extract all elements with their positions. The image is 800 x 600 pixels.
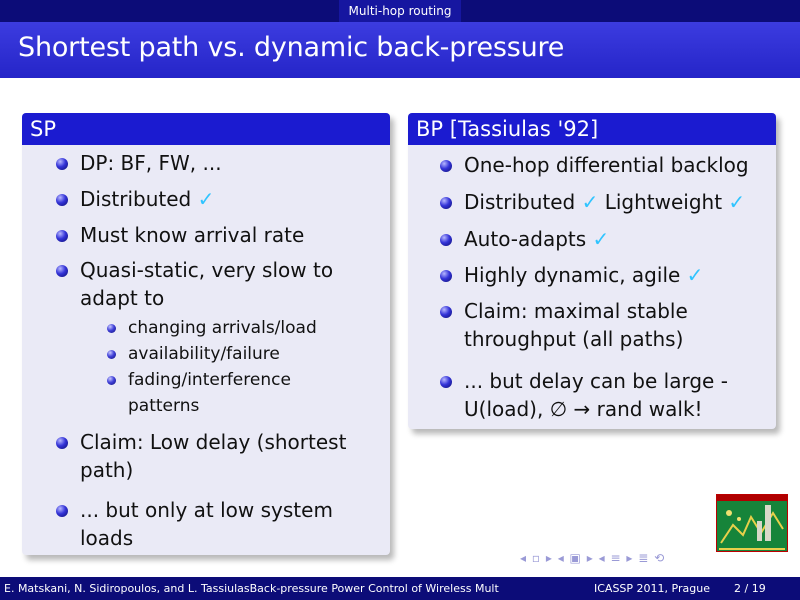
item-text: Must know arrival rate — [80, 223, 305, 247]
nav-forward-icon[interactable]: ▸ — [626, 551, 634, 565]
item-text: Distributed — [80, 187, 192, 211]
list-item: Distributed ✓ — [56, 185, 380, 213]
subitem-text: fading/interference patterns — [128, 370, 291, 416]
checkmark-icon: ✓ — [197, 187, 215, 211]
list-item: Quasi-static, very slow to adapt to — [56, 256, 370, 312]
bullet-ball-icon — [56, 158, 68, 170]
nav-frame-icon[interactable]: ▫ — [531, 551, 541, 565]
list-item: Claim: Low delay (shortest path) — [56, 428, 380, 484]
item-text: Claim: Low delay (shortest path) — [80, 430, 347, 482]
bp-block-title: BP [Tassiulas '92] — [408, 113, 776, 145]
item-text: Claim: maximal stable throughput (all pa… — [464, 299, 688, 351]
title-bar: Shortest path vs. dynamic back-pressure — [0, 22, 800, 78]
nav-section-icon[interactable]: ▣ — [569, 551, 582, 565]
sub-list-item: changing arrivals/load — [107, 315, 378, 341]
checkmark-icon: ✓ — [592, 227, 610, 251]
sub-list-item: availability/failure — [107, 341, 378, 367]
subitem-text: changing arrivals/load — [128, 318, 317, 338]
item-text: ... but delay can be large - U(load), ∅ … — [464, 369, 728, 421]
checkmark-icon: ✓ — [686, 263, 704, 287]
footer-authors: E. Matskani, N. Sidiropoulos, and L. Tas… — [4, 582, 499, 595]
item-text-secondary: Lightweight — [604, 190, 723, 214]
item-text: Quasi-static, very slow to adapt to — [80, 258, 334, 310]
checkmark-icon: ✓ — [728, 190, 746, 214]
item-text: One-hop differential backlog — [464, 153, 749, 177]
section-title: Multi-hop routing — [338, 0, 462, 22]
sub-bullet-ball-icon — [107, 324, 116, 333]
list-item: Must know arrival rate — [56, 221, 380, 249]
sub-list-item: fading/interference patterns — [107, 367, 338, 419]
navigation-symbols[interactable]: ◂ ▫ ▸ ◂ ▣ ▸ ◂ ≡ ▸ ≣ ⟲ — [520, 551, 665, 565]
item-text: ... but only at low system loads — [80, 498, 333, 550]
bp-block: BP [Tassiulas '92] One-hop differential … — [408, 113, 776, 429]
footer-bar: E. Matskani, N. Sidiropoulos, and L. Tas… — [0, 577, 800, 600]
bullet-ball-icon — [440, 376, 452, 388]
bullet-ball-icon — [440, 197, 452, 209]
list-item: Claim: maximal stable throughput (all pa… — [440, 297, 724, 353]
logo-emblem-icon — [717, 495, 787, 550]
bullet-ball-icon — [56, 505, 68, 517]
list-item: Distributed ✓ Lightweight ✓ — [440, 188, 774, 216]
nav-first-icon[interactable]: ◂ — [520, 551, 528, 565]
footer-conference: ICASSP 2011, Prague — [594, 582, 710, 595]
section-header: Multi-hop routing — [0, 0, 800, 22]
sp-block: SP DP: BF, FW, ... Distributed ✓ Must kn… — [22, 113, 390, 555]
sp-block-title: SP — [22, 113, 390, 145]
bullet-ball-icon — [56, 230, 68, 242]
nav-next-icon[interactable]: ▸ — [586, 551, 594, 565]
subitem-text: availability/failure — [128, 344, 280, 364]
bullet-ball-icon — [56, 437, 68, 449]
item-text: DP: BF, FW, ... — [80, 151, 222, 175]
list-item: DP: BF, FW, ... — [56, 149, 380, 177]
list-item: One-hop differential backlog — [440, 151, 774, 179]
logo-emblem — [716, 494, 788, 552]
bullet-ball-icon — [56, 265, 68, 277]
checkmark-icon: ✓ — [581, 190, 599, 214]
footer-page-number: 2 / 19 — [734, 582, 766, 595]
item-text: Distributed — [464, 190, 576, 214]
bullet-ball-icon — [56, 194, 68, 206]
nav-prev-icon[interactable]: ▸ — [545, 551, 553, 565]
list-item: ... but delay can be large - U(load), ∅ … — [440, 367, 754, 423]
slide-title: Shortest path vs. dynamic back-pressure — [18, 32, 565, 63]
bullet-ball-icon — [440, 306, 452, 318]
item-text: Auto-adapts — [464, 227, 587, 251]
nav-back-icon[interactable]: ◂ — [598, 551, 606, 565]
list-item: ... but only at low system loads — [56, 496, 370, 552]
nav-subsection-icon[interactable]: ◂ — [557, 551, 565, 565]
list-item: Highly dynamic, agile ✓ — [440, 261, 774, 289]
sub-bullet-ball-icon — [107, 376, 116, 385]
sub-bullet-ball-icon — [107, 350, 116, 359]
item-text: Highly dynamic, agile — [464, 263, 681, 287]
nav-doc-icon[interactable]: ≡ — [610, 551, 622, 565]
bullet-ball-icon — [440, 270, 452, 282]
bullet-ball-icon — [440, 234, 452, 246]
list-item: Auto-adapts ✓ — [440, 225, 774, 253]
bullet-ball-icon — [440, 160, 452, 172]
nav-menu-icon[interactable]: ≣ — [638, 551, 650, 565]
nav-search-icon[interactable]: ⟲ — [654, 551, 666, 565]
